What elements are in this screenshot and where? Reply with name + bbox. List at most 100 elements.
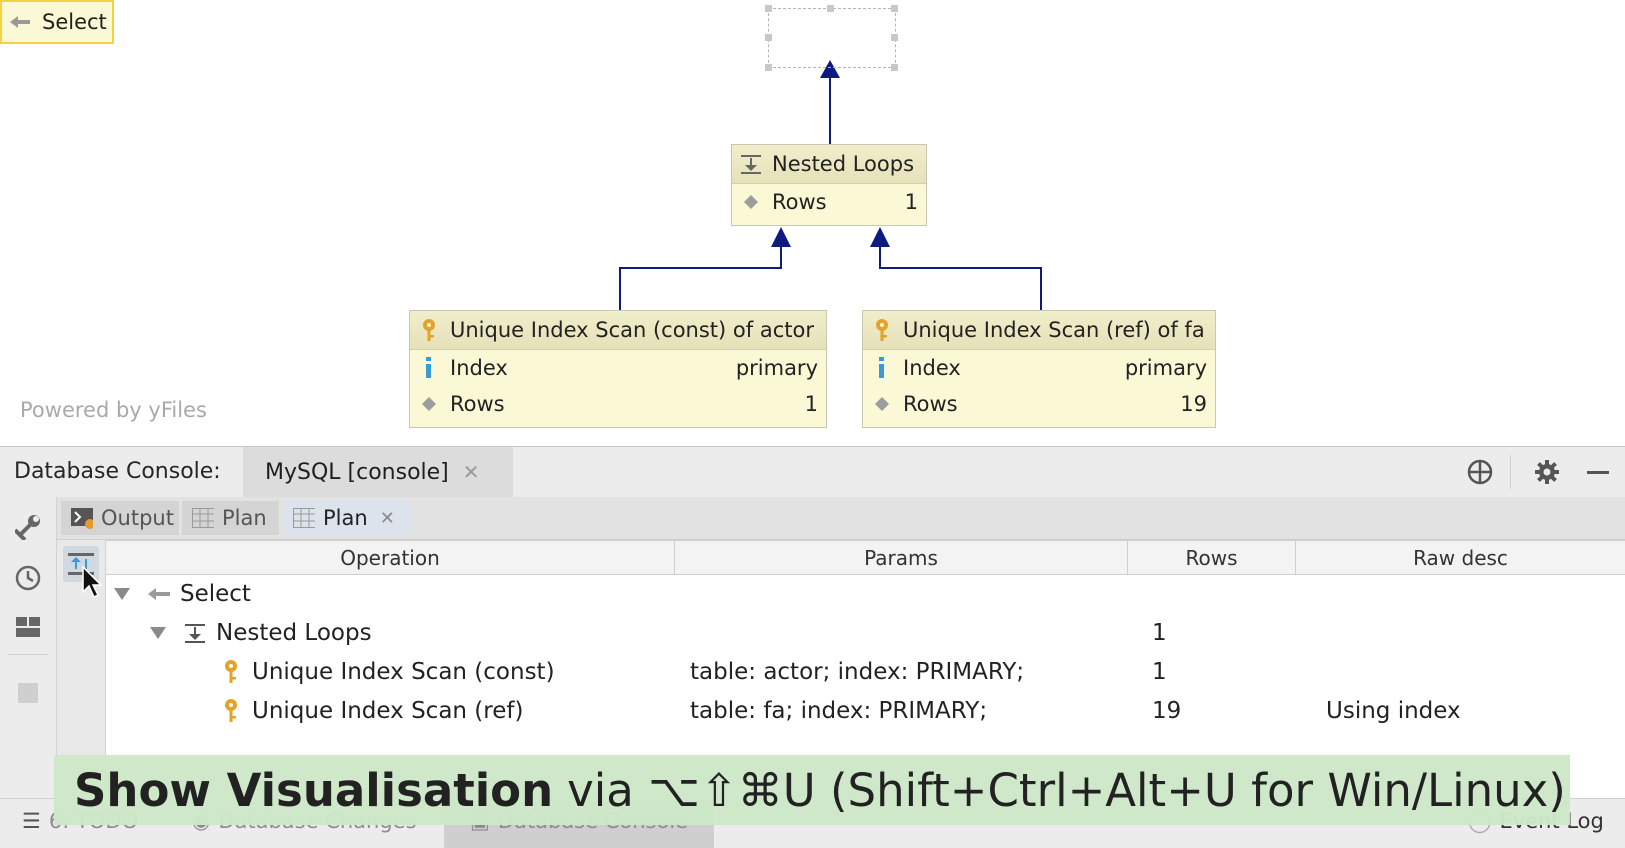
diamond-icon xyxy=(871,396,893,412)
select-node-label: Select xyxy=(42,10,107,34)
console-left-toolbar xyxy=(0,497,57,797)
selection-handle[interactable] xyxy=(891,5,898,12)
expand-triangle-icon[interactable] xyxy=(114,587,130,600)
nested-loops-icon xyxy=(740,153,762,175)
column-header-params[interactable]: Params xyxy=(675,541,1128,574)
gear-icon[interactable] xyxy=(1533,458,1561,486)
info-icon xyxy=(418,357,440,379)
close-icon[interactable]: ✕ xyxy=(379,507,395,529)
select-arrow-icon xyxy=(148,586,170,602)
operation-text: Unique Index Scan (ref) xyxy=(252,697,524,724)
table-row[interactable]: Select xyxy=(106,574,1625,613)
key-icon xyxy=(220,698,242,724)
node-title: Unique Index Scan (ref) of fa xyxy=(903,318,1205,342)
diamond-icon xyxy=(740,194,762,210)
plan-diagram-canvas[interactable]: Select Nested Loops Rows 1 Unique Index … xyxy=(0,0,1625,446)
console-tab-label: MySQL [console] xyxy=(265,459,449,485)
tab-label: Plan xyxy=(323,506,368,530)
operation-cell: Unique Index Scan (const) xyxy=(220,652,555,691)
params-cell: table: actor; index: PRIMARY; xyxy=(690,658,1025,685)
selection-handle[interactable] xyxy=(765,64,772,71)
select-node[interactable]: Select xyxy=(0,0,114,44)
node-header: Unique Index Scan (ref) of fa xyxy=(863,311,1215,350)
key-icon xyxy=(418,318,440,342)
row-key: Rows xyxy=(772,190,827,214)
banner-action-name: Show Visualisation xyxy=(74,763,554,817)
row-key: Rows xyxy=(903,392,958,416)
operation-text: Unique Index Scan (const) xyxy=(252,658,555,685)
close-icon[interactable]: ✕ xyxy=(462,460,480,484)
selection-handle[interactable] xyxy=(765,5,772,12)
shortcut-hint-banner: Show Visualisation via ⌥⇧⌘U (Shift+Ctrl+… xyxy=(54,755,1570,825)
operation-text: Select xyxy=(180,580,251,607)
row-key: Rows xyxy=(450,392,505,416)
toolbar-separator xyxy=(8,654,48,655)
row-value: primary xyxy=(735,356,818,380)
column-header-operation[interactable]: Operation xyxy=(106,541,675,574)
node-row: Index primary xyxy=(863,350,1215,386)
column-header-raw-desc[interactable]: Raw desc xyxy=(1413,545,1508,570)
banner-shortcut-text: via ⌥⇧⌘U (Shift+Ctrl+Alt+U for Win/Linux… xyxy=(567,763,1566,817)
tool-window-title: Database Console: xyxy=(14,459,221,484)
node-row: Index primary xyxy=(410,350,826,386)
diagram-edges xyxy=(619,60,1042,310)
powered-by-label: Powered by yFiles xyxy=(20,398,207,422)
selection-handle[interactable] xyxy=(891,64,898,71)
wrench-icon[interactable] xyxy=(14,513,42,541)
tab-plan-active[interactable]: Plan ✕ xyxy=(283,501,411,535)
tab-label: Output xyxy=(101,506,174,530)
tab-label: Plan xyxy=(222,506,267,530)
node-title: Unique Index Scan (const) of actor xyxy=(450,318,814,342)
row-key: Index xyxy=(450,356,508,380)
row-value: 1 xyxy=(904,190,918,214)
info-icon xyxy=(871,357,893,379)
stop-icon[interactable] xyxy=(14,679,42,707)
table-row[interactable]: Nested Loops 1 xyxy=(106,613,1625,652)
select-arrow-icon xyxy=(10,14,32,30)
crosshair-icon[interactable] xyxy=(1466,458,1494,486)
node-title: Nested Loops xyxy=(772,152,915,176)
table-row[interactable]: Unique Index Scan (const) table: actor; … xyxy=(106,652,1625,691)
key-icon xyxy=(871,318,893,342)
minimize-icon[interactable] xyxy=(1584,458,1612,486)
unique-index-scan-ref-node[interactable]: Unique Index Scan (ref) of fa Index prim… xyxy=(862,310,1216,428)
selection-handle[interactable] xyxy=(891,34,898,41)
row-value: 1 xyxy=(804,392,818,416)
console-output-icon xyxy=(71,507,93,529)
console-tab[interactable]: MySQL [console] ✕ xyxy=(243,447,513,497)
unique-index-scan-const-node[interactable]: Unique Index Scan (const) of actor Index… xyxy=(409,310,827,428)
row-value: 19 xyxy=(1180,392,1207,416)
tab-output[interactable]: Output xyxy=(61,501,179,535)
operation-cell: Nested Loops xyxy=(150,613,372,652)
operation-text: Nested Loops xyxy=(216,619,372,646)
selection-handle[interactable] xyxy=(827,5,834,12)
node-header: Unique Index Scan (const) of actor xyxy=(410,311,826,350)
column-header-rows[interactable]: Rows xyxy=(1128,541,1296,574)
key-icon xyxy=(220,659,242,685)
selection-handle[interactable] xyxy=(765,34,772,41)
rows-cell: 1 xyxy=(1152,619,1167,646)
row-value: primary xyxy=(1124,356,1207,380)
layout-grid-icon[interactable] xyxy=(14,613,42,641)
tool-window-header: Database Console: MySQL [console] ✕ xyxy=(0,447,1625,498)
params-cell: table: fa; index: PRIMARY; xyxy=(690,697,988,724)
header-separator xyxy=(1510,455,1511,489)
table-row[interactable]: Unique Index Scan (ref) table: fa; index… xyxy=(106,691,1625,730)
node-row: Rows 19 xyxy=(863,386,1215,422)
rows-cell: 19 xyxy=(1152,697,1182,724)
node-row: Rows 1 xyxy=(732,184,926,220)
node-row: Rows 1 xyxy=(410,386,826,422)
visualisation-toggle-icon xyxy=(68,553,94,575)
mouse-cursor-icon xyxy=(82,566,103,599)
history-clock-icon[interactable] xyxy=(14,564,42,592)
console-subtabs: Output Plan Plan ✕ xyxy=(57,497,1625,540)
expand-triangle-icon[interactable] xyxy=(150,626,166,639)
rows-cell: 1 xyxy=(1152,658,1167,685)
selection-outline xyxy=(768,8,896,68)
node-header: Nested Loops xyxy=(732,145,926,184)
nested-loops-node[interactable]: Nested Loops Rows 1 xyxy=(731,144,927,226)
operation-cell: Select xyxy=(114,574,251,613)
tab-plan[interactable]: Plan xyxy=(182,501,279,535)
table-header: Operation Params Rows Raw desc xyxy=(106,540,1625,575)
table-icon xyxy=(192,508,214,528)
